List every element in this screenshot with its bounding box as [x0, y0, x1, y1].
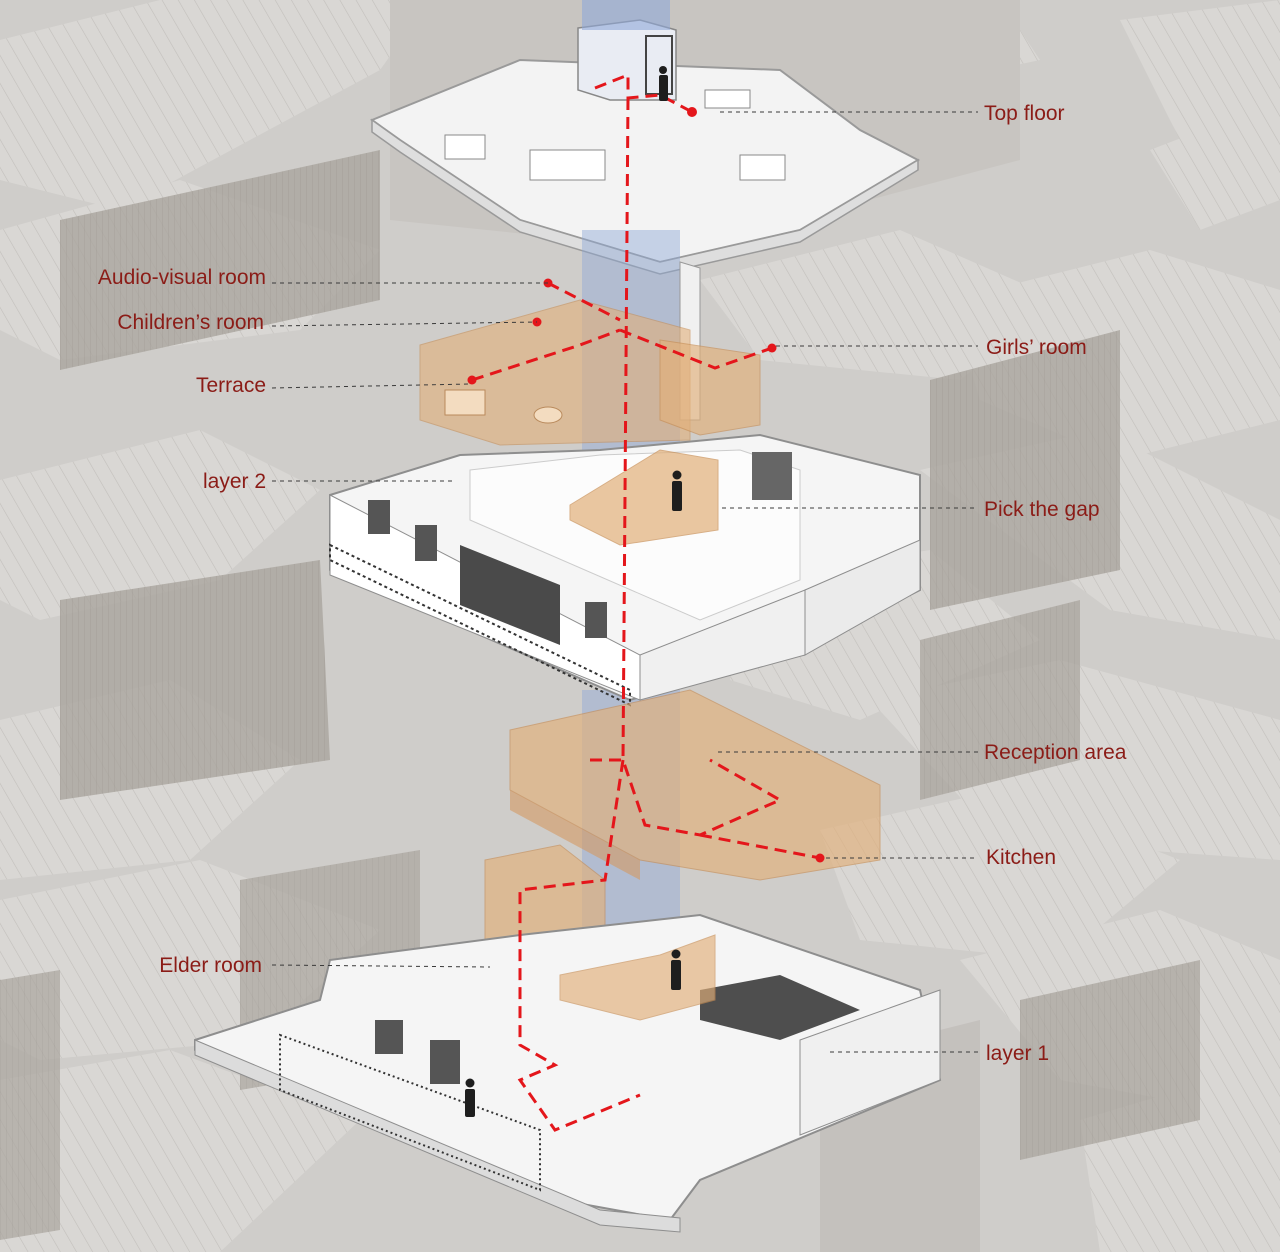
- path-dot-girls: [767, 343, 777, 353]
- top-floor-planter: [739, 154, 786, 181]
- bg-roof: [820, 790, 1180, 960]
- layer-2-side-wall: [804, 539, 921, 656]
- bg-wall: [1020, 960, 1200, 1160]
- label-audio-visual-room: Audio-visual room: [98, 266, 266, 289]
- reception-box: [509, 689, 881, 881]
- label-top-floor: Top floor: [984, 102, 1065, 125]
- terrace-furniture: [444, 389, 486, 416]
- layer-2: [329, 433, 921, 707]
- labels: Top floor Audio-visual room Children’s r…: [98, 102, 1127, 1065]
- path-av: [547, 281, 621, 322]
- path-reception: [590, 758, 784, 837]
- path-girls: [619, 328, 773, 370]
- bg-wall: [930, 330, 1120, 610]
- circulation-path: [471, 72, 821, 1132]
- label-elder-room: Elder room: [159, 954, 262, 977]
- leader-terrace: [271, 383, 471, 389]
- label-kitchen: Kitchen: [986, 846, 1056, 869]
- bg-roof: [0, 1050, 360, 1252]
- path-kitchen-down: [517, 759, 641, 1132]
- bg-roof: [1120, 0, 1280, 140]
- layer-2-glazing: [460, 545, 560, 645]
- terrace-room-box: [419, 299, 691, 446]
- person-figure: [465, 1078, 475, 1117]
- label-terrace: Terrace: [196, 374, 266, 397]
- label-pick-the-gap: Pick the gap: [984, 498, 1100, 521]
- bg-wall: [0, 970, 60, 1240]
- path-terrace: [471, 328, 621, 382]
- path-dot-terrace: [467, 375, 477, 385]
- label-layer-2: layer 2: [203, 470, 266, 493]
- label-reception-area: Reception area: [984, 741, 1127, 764]
- layer-2-dark-room: [752, 452, 792, 500]
- leader-lines: [271, 111, 978, 1053]
- layer-1-right-wall: [799, 989, 941, 1136]
- terrace-table: [533, 406, 563, 424]
- top-floor: [369, 19, 921, 275]
- bg-roof: [0, 430, 320, 620]
- bg-roof: [1150, 100, 1280, 230]
- layer-1-front-wall: [194, 1039, 681, 1233]
- top-floor-planter: [704, 89, 751, 109]
- stair-shaft: [582, 0, 670, 30]
- layer-1-window: [430, 1040, 460, 1084]
- label-layer-1: layer 1: [986, 1042, 1049, 1065]
- person-figure: [659, 66, 668, 101]
- bg-wall: [920, 600, 1080, 800]
- people: [465, 66, 682, 1117]
- layer-2-window: [415, 525, 437, 561]
- top-floor-slab-edge: [371, 118, 919, 275]
- layer-1-courtyard-dark: [700, 975, 860, 1040]
- path-vertical-upper: [621, 97, 630, 761]
- label-childrens-room: Children’s room: [117, 311, 264, 334]
- girls-room-box: [659, 339, 761, 436]
- path-dot-top-floor: [687, 107, 697, 117]
- person-figure: [671, 949, 681, 990]
- bg-wall: [60, 560, 330, 800]
- layer-2-window: [585, 602, 607, 638]
- layer-1-window: [375, 1020, 403, 1054]
- layer-1-fence: [279, 1033, 541, 1192]
- path-dot-kitchen: [815, 853, 825, 863]
- path-kitchen: [699, 833, 821, 860]
- upper-rooms: [419, 299, 761, 446]
- top-floor-planter: [529, 149, 606, 181]
- top-floor-planter: [444, 134, 486, 160]
- label-girls-room: Girls’ room: [986, 336, 1087, 359]
- bg-roof: [0, 0, 430, 210]
- layer-2-window: [368, 500, 390, 534]
- bg-wall: [60, 150, 380, 370]
- person-figure: [672, 470, 682, 511]
